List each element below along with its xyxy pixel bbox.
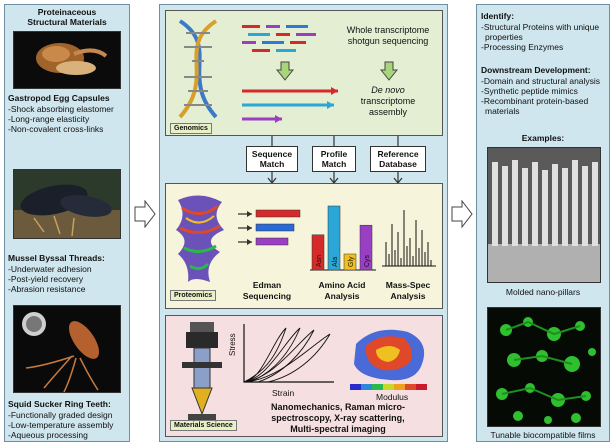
modulus-axis-label: Modulus	[376, 392, 409, 402]
amino-bar-gly	[343, 253, 357, 271]
downstream-item: -Domain and structural analysis	[481, 76, 601, 86]
genomics-step2-italic: De novo	[371, 85, 405, 95]
gastropod-item: -Shock absorbing elastomer	[8, 104, 114, 114]
arrow-right-icon	[134, 200, 156, 228]
mussel-title: Mussel Byssal Threads:	[8, 253, 105, 263]
films-caption: Tunable biocompatible films	[490, 430, 596, 440]
protein-structure-icon	[176, 195, 224, 282]
identify-item: properties	[485, 32, 523, 42]
edman-graphic	[238, 209, 301, 246]
squid-image	[22, 312, 100, 392]
connector-profile-match: Profile Match	[312, 146, 356, 172]
gastropod-photo	[13, 31, 121, 89]
proteomics-box: Proteomics Asn Ala Gly Cys Edman Sequencing…	[165, 183, 443, 309]
amino-bar-ala	[327, 205, 341, 271]
squid-photo	[13, 305, 121, 393]
amino-bar-label: Ala	[332, 257, 339, 267]
amino-bar-label: Gly	[348, 256, 355, 267]
materials-caption-line3: Multi-spectral imaging	[290, 424, 386, 434]
gastropod-image	[36, 43, 108, 75]
modulus-map	[350, 329, 427, 390]
method-edman-line2: Sequencing	[242, 291, 292, 301]
mass-spec-chart	[382, 210, 436, 267]
examples-title: Examples:	[521, 133, 565, 143]
downstream-item: materials	[485, 106, 520, 116]
genomics-step2-line2: assembly	[368, 107, 407, 117]
gastropod-title: Gastropod Egg Capsules	[8, 93, 110, 103]
mussel-photo	[13, 169, 121, 239]
nano-pillars-caption: Molded nano-pillars	[505, 287, 581, 297]
method-amino-line1: Amino Acid	[318, 280, 366, 290]
amino-bar-label: Cys	[364, 254, 371, 267]
mussel-item: -Underwater adhesion	[8, 264, 92, 274]
center-panel: Genomics Whole transcriptome shotgun seq…	[159, 4, 448, 442]
down-arrow-icon	[276, 61, 294, 81]
identify-item: -Structural Proteins with unique	[481, 22, 600, 32]
proteomics-tag: Proteomics	[170, 290, 217, 301]
left-panel: Proteinaceous Structural Materials Gastr…	[4, 4, 130, 442]
instrument-icon	[182, 322, 222, 420]
amino-bar-cys	[359, 224, 373, 271]
downstream-item: -Recombinant protein-based	[481, 96, 589, 106]
stress-axis-label: Stress	[228, 333, 237, 356]
nano-pillars-photo	[487, 147, 601, 283]
left-title-line1: Proteinaceous	[37, 7, 97, 17]
squid-item: -Aqueous processing	[8, 430, 88, 440]
connector-reference-database: Reference Database	[370, 146, 426, 172]
stress-strain-plot	[243, 324, 334, 383]
method-massspec-line2: Analysis	[390, 291, 426, 301]
amino-acid-chart: Asn Ala Gly Cys	[310, 205, 376, 271]
assembled-contigs	[242, 87, 338, 123]
squid-item: -Low-temperature assembly	[8, 420, 114, 430]
materials-box: Materials Science Stress Strain Modulus …	[165, 315, 443, 437]
identify-title: Identify:	[481, 11, 515, 21]
method-amino-line2: Analysis	[324, 291, 360, 301]
arrow-right-icon	[451, 200, 473, 228]
materials-caption-line2: spectroscopy, X-ray scattering,	[271, 413, 405, 423]
squid-title: Squid Sucker Ring Teeth:	[8, 399, 111, 409]
genomics-box: Genomics Whole transcriptome shotgun seq…	[165, 10, 443, 136]
connector-sequence-match: Sequence Match	[246, 146, 298, 172]
gastropod-item: -Long-range elasticity	[8, 114, 90, 124]
amino-bar-asn	[311, 234, 325, 271]
mussel-image	[14, 184, 120, 238]
connector-arrows	[267, 136, 403, 184]
method-edman-line1: Edman	[252, 280, 282, 290]
identify-item: -Processing Enzymes	[481, 42, 564, 52]
downstream-item: -Synthetic peptide mimics	[481, 86, 578, 96]
downstream-title: Downstream Development:	[481, 65, 591, 75]
genomics-step2-line1: transcriptome	[360, 96, 416, 106]
squid-item: -Functionally graded design	[8, 410, 113, 420]
method-massspec-line1: Mass-Spec	[385, 280, 431, 290]
mussel-item: -Abrasion resistance	[8, 284, 86, 294]
down-arrow-icon	[380, 61, 398, 81]
amino-bar-label: Asn	[316, 255, 323, 267]
genomics-tag: Genomics	[170, 123, 212, 134]
materials-tag: Materials Science	[170, 420, 237, 431]
biocompatible-films-photo	[487, 307, 601, 427]
mussel-item: -Post-yield recovery	[8, 274, 84, 284]
nano-pillars-image	[488, 148, 600, 282]
gastropod-item: -Non-covalent cross-links	[8, 124, 104, 134]
right-panel: Identify: -Structural Proteins with uniq…	[476, 4, 610, 442]
sequence-reads	[242, 25, 316, 52]
dna-helix-icon	[178, 19, 218, 119]
genomics-step1-line1: Whole transcriptome	[346, 25, 430, 35]
materials-caption-line1: Nanomechanics, Raman micro-	[270, 402, 406, 412]
strain-axis-label: Strain	[272, 388, 295, 398]
left-title-line2: Structural Materials	[27, 17, 107, 27]
genomics-step1-line2: shotgun sequencing	[347, 36, 429, 46]
biocompatible-films-image	[496, 317, 596, 424]
